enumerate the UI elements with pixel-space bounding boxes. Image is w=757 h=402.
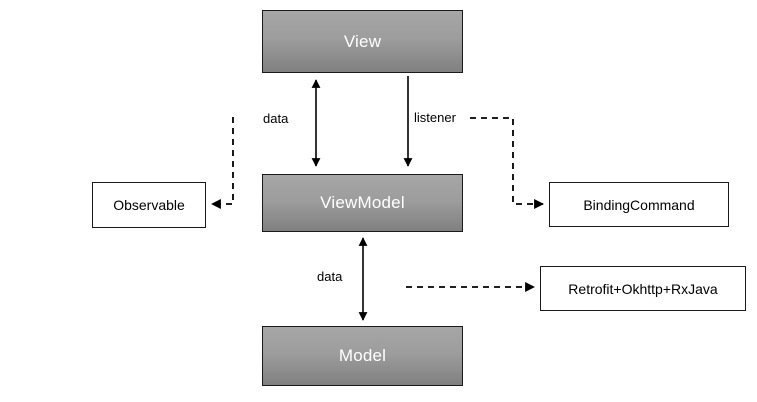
node-viewmodel[interactable]: ViewModel — [262, 174, 463, 232]
edge-label-data-observable: data — [263, 111, 289, 126]
node-bindingcommand[interactable]: BindingCommand — [549, 182, 729, 227]
node-observable[interactable]: Observable — [92, 182, 206, 228]
edge-label-listener: listener — [414, 110, 456, 125]
connector-data-observable — [211, 117, 234, 209]
edge-label-data-model: data — [317, 269, 343, 284]
node-observable-label: Observable — [113, 197, 185, 213]
node-bindingcommand-label: BindingCommand — [583, 196, 695, 213]
node-view-label: View — [343, 31, 382, 51]
node-view[interactable]: View — [262, 10, 463, 73]
connector-listener-bindingcommand — [470, 117, 544, 209]
node-model-label: Model — [338, 346, 387, 365]
node-retrofit-label: Retrofit+Okhttp+RxJava — [568, 280, 718, 297]
node-model[interactable]: Model — [262, 326, 463, 386]
node-viewmodel-label: ViewModel — [320, 193, 405, 212]
node-retrofit[interactable]: Retrofit+Okhttp+RxJava — [540, 266, 746, 311]
